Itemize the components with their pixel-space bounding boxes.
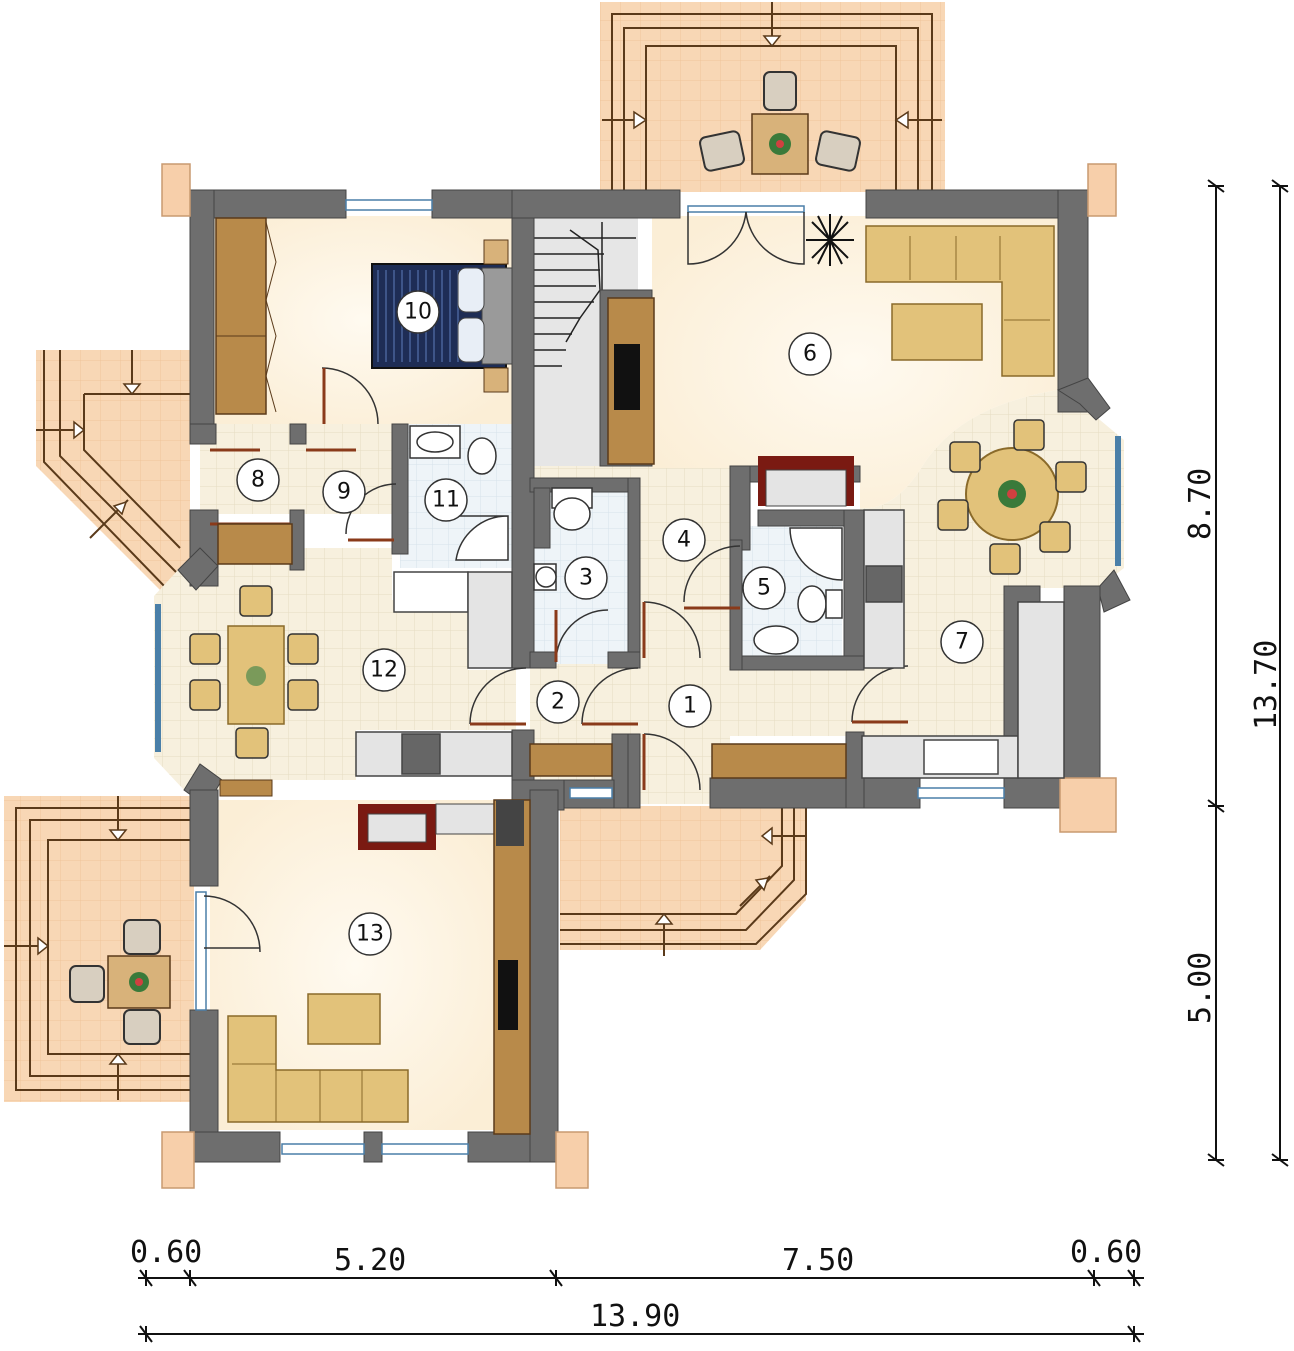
- room-number: 5: [757, 576, 771, 601]
- dim-upper-depth: 8.70: [1183, 468, 1218, 540]
- sofa: [865, 225, 1055, 377]
- room-3-marker: 3: [564, 556, 608, 600]
- room-number: 12: [370, 658, 398, 683]
- room-1-marker: 1: [668, 684, 712, 728]
- dim-left-margin: 0.60: [130, 1235, 202, 1270]
- room-13-marker: 13: [348, 912, 392, 956]
- room-11-marker: 11: [424, 478, 468, 522]
- room-number: 9: [337, 480, 351, 505]
- chair: [699, 130, 745, 172]
- wardrobe: [215, 217, 277, 415]
- chair: [69, 965, 105, 1003]
- dim-lower-depth: 5.00: [1183, 952, 1218, 1024]
- room-number-circle: [396, 290, 440, 334]
- terrace-left-lower: [4, 796, 194, 1102]
- chair: [123, 919, 161, 955]
- bath5-fixtures: [753, 527, 843, 655]
- fireplace: [758, 456, 854, 507]
- room-number-circle: [788, 332, 832, 376]
- round-dining-table: [965, 447, 1059, 541]
- room-number-circle: [564, 556, 608, 600]
- kitchen-counter: [861, 509, 1065, 779]
- chairs: [937, 419, 1087, 575]
- room-6-marker: 6: [788, 332, 832, 376]
- chair: [763, 71, 797, 111]
- furniture: [189, 214, 1087, 1135]
- sofa-13: [227, 1015, 409, 1123]
- bathroom-fixtures: [409, 425, 509, 561]
- terrace-left-upper: [36, 350, 190, 600]
- room-number: 8: [251, 468, 265, 493]
- room-number: 3: [579, 566, 593, 591]
- room-number: 11: [432, 488, 460, 513]
- room-number-circle: [362, 648, 406, 692]
- room-number: 13: [356, 922, 384, 947]
- hall-cabinet: [711, 743, 847, 779]
- room-number: 2: [551, 690, 565, 715]
- room-4-marker: 4: [662, 518, 706, 562]
- fireplace-13: [358, 803, 497, 850]
- windows: [155, 199, 1121, 1155]
- room-number-circle: [662, 518, 706, 562]
- chair: [123, 1009, 161, 1045]
- dining-table: [227, 625, 285, 725]
- room-number: 7: [955, 630, 969, 655]
- wc-fixtures: [533, 487, 593, 591]
- dimension-lines: 0.60 5.20 7.50 0.60 13.90 8.70 5.00 13.7…: [130, 179, 1289, 1343]
- room-7-marker: 7: [940, 620, 984, 664]
- room-9-marker: 9: [322, 470, 366, 514]
- terrace-top: [600, 2, 945, 192]
- shelf: [219, 779, 273, 797]
- coffee-table-13: [307, 993, 381, 1045]
- room-5-marker: 5: [742, 566, 786, 610]
- room-number-circle: [536, 680, 580, 724]
- dining-chairs: [189, 585, 319, 759]
- room-number-circle: [236, 458, 280, 502]
- terraces: [4, 2, 945, 1102]
- room-8-marker: 8: [236, 458, 280, 502]
- room-number-circle: [940, 620, 984, 664]
- room-number-circle: [348, 912, 392, 956]
- room-number-circle: [424, 478, 468, 522]
- corner-pilasters: [161, 163, 1117, 1189]
- room-number-circle: [742, 566, 786, 610]
- room-number: 10: [404, 300, 432, 325]
- dim-right-wing: 7.50: [782, 1243, 854, 1278]
- room-number-circle: [322, 470, 366, 514]
- room-number: 6: [803, 342, 817, 367]
- staircase: [534, 222, 636, 367]
- terrace-table: [751, 113, 809, 175]
- terrace-bottom: [560, 806, 807, 956]
- terrace-table: [107, 955, 171, 1009]
- room-number: 4: [677, 528, 691, 553]
- tv-cabinet: [607, 297, 655, 465]
- dim-total-depth: 13.70: [1249, 640, 1284, 730]
- dim-total-width: 13.90: [590, 1299, 680, 1334]
- bench: [217, 523, 293, 565]
- dim-left-wing: 5.20: [334, 1243, 406, 1278]
- coffee-table: [891, 303, 983, 361]
- kitchen-12-counter: [355, 571, 613, 777]
- wall-unit-13: [493, 799, 531, 1135]
- chair: [815, 130, 861, 172]
- room-number-circle: [668, 684, 712, 728]
- room-10-marker: 10: [396, 290, 440, 334]
- dim-right-margin: 0.60: [1070, 1235, 1142, 1270]
- bed: [371, 239, 513, 393]
- plant: [806, 214, 854, 266]
- room-number: 1: [683, 694, 697, 719]
- room-12-marker: 12: [362, 648, 406, 692]
- room-2-marker: 2: [536, 680, 580, 724]
